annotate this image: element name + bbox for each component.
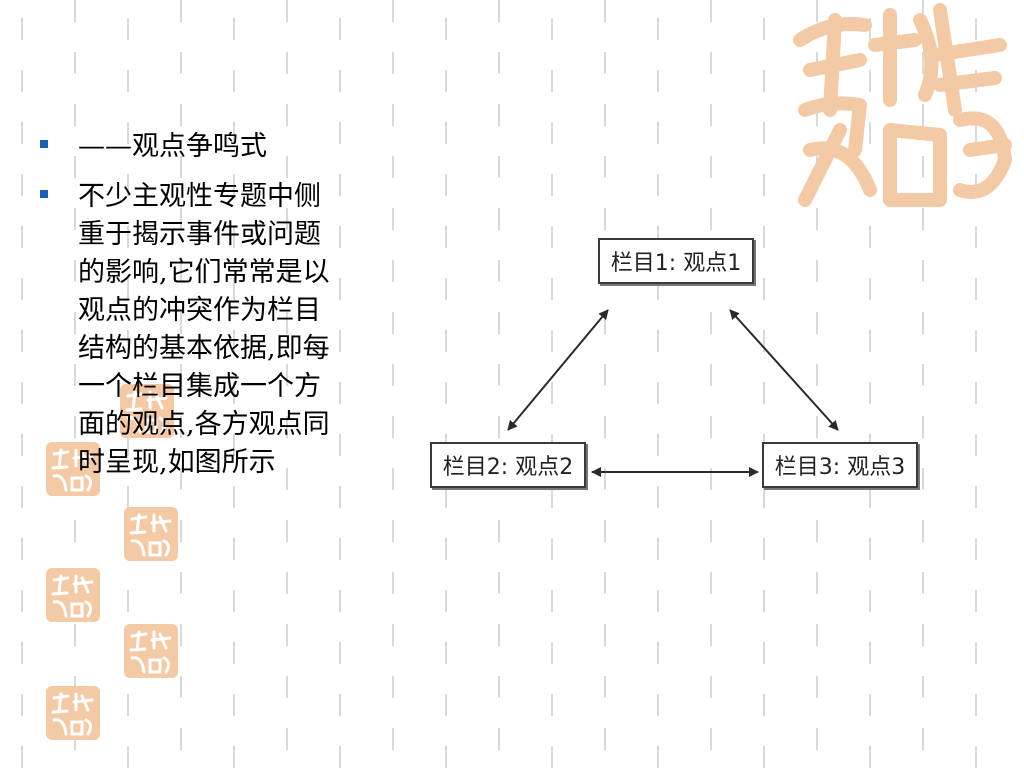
diagram-node-label: 栏目1: 观点1: [610, 251, 742, 276]
seal-small-decoration-2: [46, 442, 100, 496]
diagram-node-label: 栏目3: 观点3: [774, 455, 906, 480]
diagram-node-1: 栏目1: 观点1: [598, 238, 754, 284]
diagram-arrows: [507, 309, 839, 477]
arrow-node1-node3: [729, 309, 839, 431]
seal-small-decoration-1: [120, 384, 174, 438]
seal-small-decoration-4: [46, 568, 100, 622]
seal-large-decoration: [793, 3, 1012, 207]
viewpoint-diagram: 栏目1: 观点1 栏目2: 观点2 栏目3: 观点3: [400, 200, 960, 540]
bullet-square-icon: [40, 140, 48, 148]
arrow-node1-node2: [507, 309, 609, 431]
bullet-item-title: ——观点争鸣式: [40, 128, 340, 166]
seal-small-decoration-6: [46, 686, 100, 740]
bullet-square-icon: [40, 190, 48, 198]
diagram-node-label: 栏目2: 观点2: [442, 455, 574, 480]
bullet-item-description: 不少主观性专题中侧重于揭示事件或问题的影响,它们常常是以观点的冲突作为栏目结构的…: [40, 178, 340, 482]
bullet-text: 不少主观性专题中侧重于揭示事件或问题的影响,它们常常是以观点的冲突作为栏目结构的…: [78, 181, 330, 478]
seal-small-decoration-3: [124, 507, 178, 561]
seal-small-decoration-5: [124, 624, 178, 678]
bullet-list: ——观点争鸣式 不少主观性专题中侧重于揭示事件或问题的影响,它们常常是以观点的冲…: [40, 128, 340, 494]
bullet-text: ——观点争鸣式: [78, 131, 267, 162]
diagram-node-3: 栏目3: 观点3: [762, 442, 918, 488]
diagram-node-2: 栏目2: 观点2: [430, 442, 586, 488]
